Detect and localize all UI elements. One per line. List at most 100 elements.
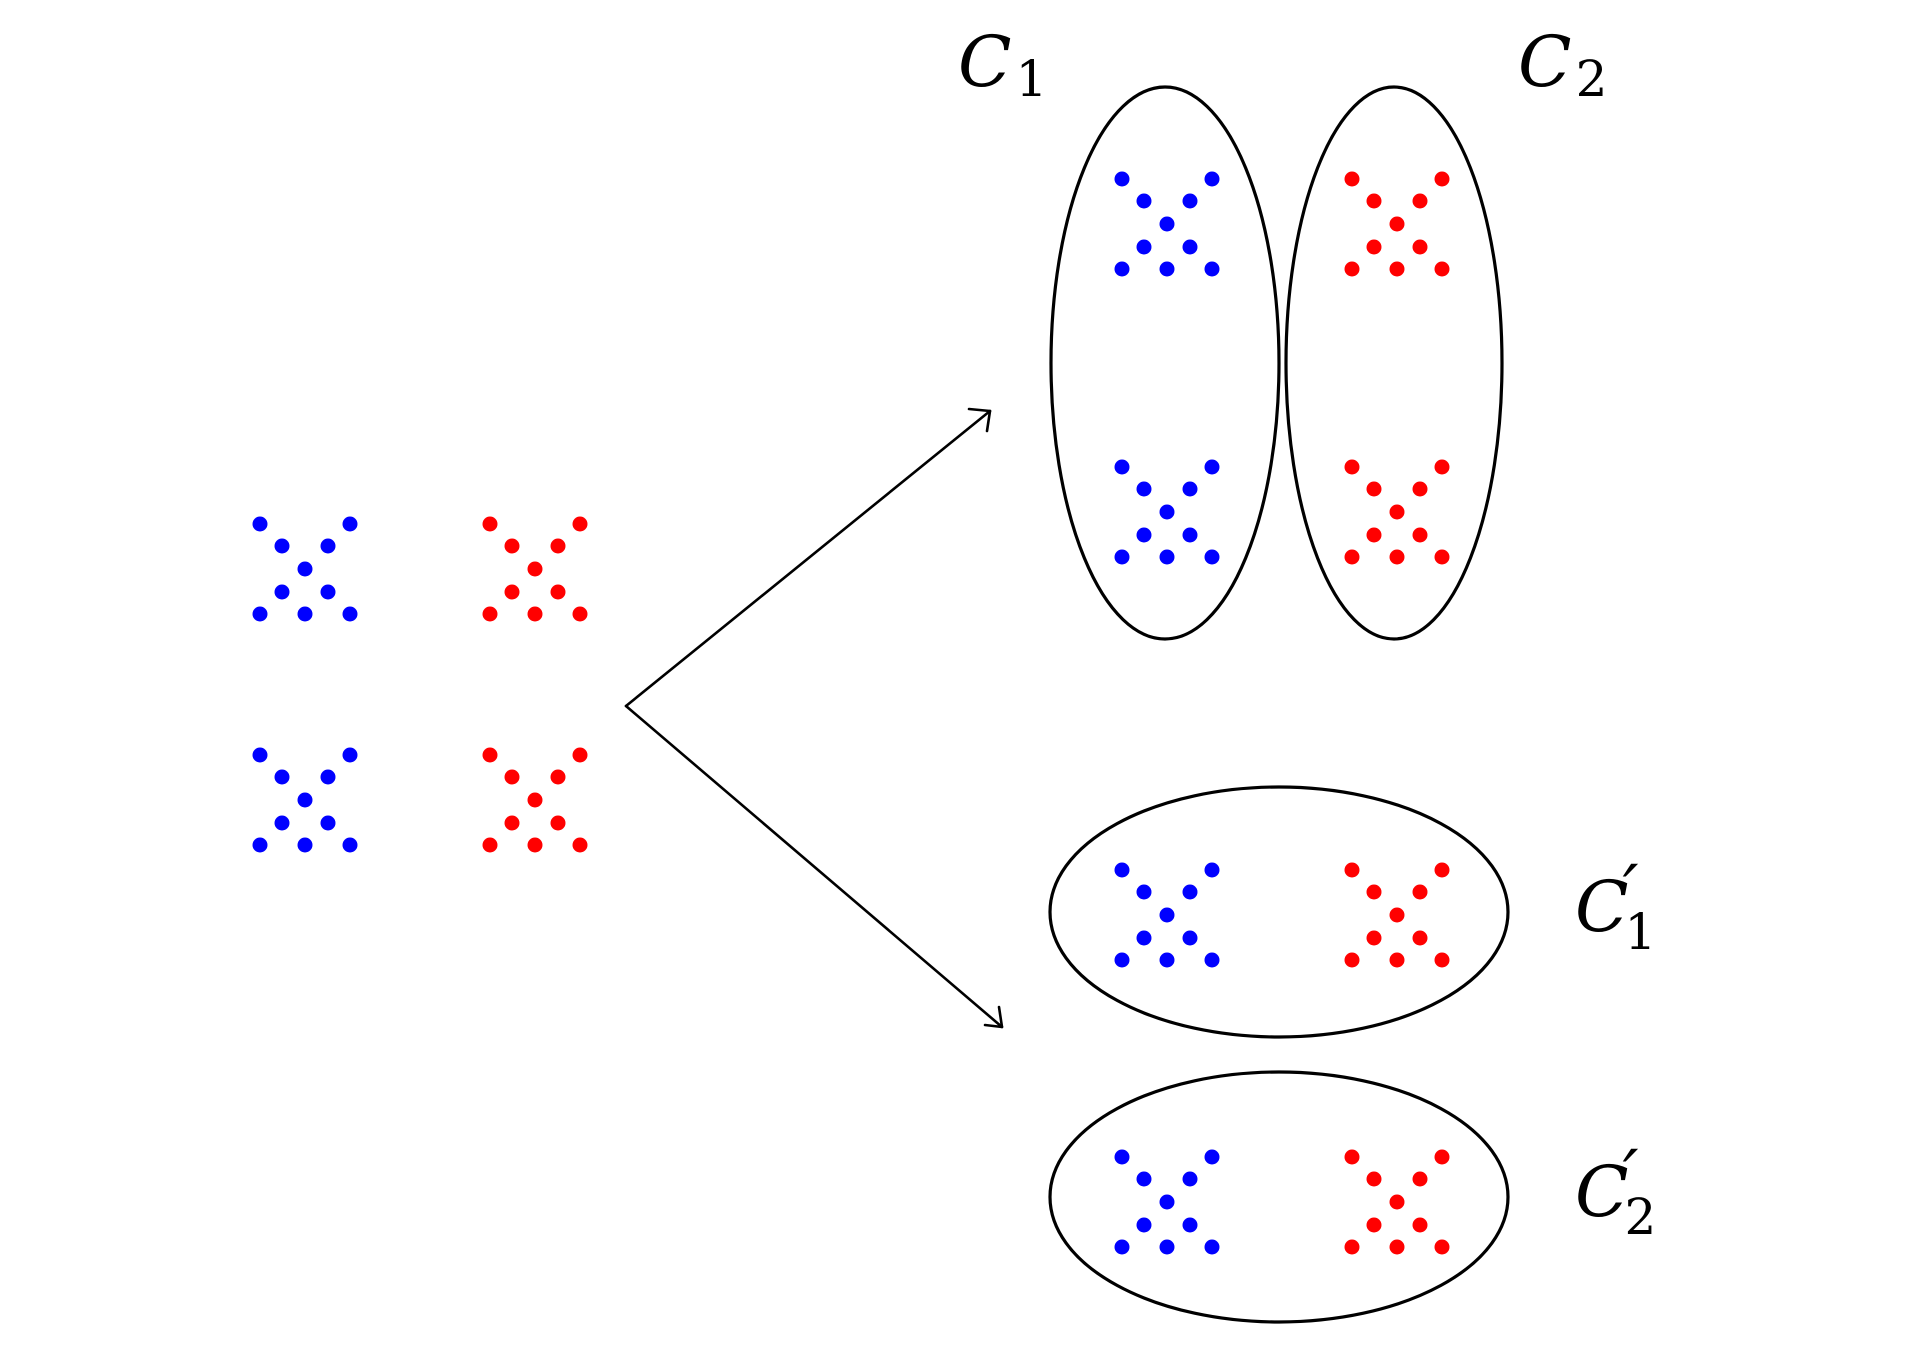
data-point xyxy=(1204,261,1220,277)
clustered-point-groups xyxy=(1114,171,1450,1255)
data-point xyxy=(1136,1217,1152,1233)
data-point xyxy=(1136,193,1152,209)
data-point xyxy=(1136,930,1152,946)
source-red-group-bottom xyxy=(482,747,588,853)
data-point xyxy=(342,516,358,532)
data-point xyxy=(1114,459,1130,475)
data-point xyxy=(1159,1239,1175,1255)
c1-blue-group-top xyxy=(1114,171,1220,277)
data-point xyxy=(1366,193,1382,209)
data-point xyxy=(252,516,268,532)
data-point xyxy=(274,584,290,600)
data-point xyxy=(1366,527,1382,543)
data-point xyxy=(1412,193,1428,209)
data-point xyxy=(1412,1171,1428,1187)
label-c1: C1 xyxy=(958,21,1047,108)
arrowhead-bottom xyxy=(983,1005,1004,1029)
data-point xyxy=(1412,884,1428,900)
data-point xyxy=(1136,884,1152,900)
data-point xyxy=(482,516,498,532)
data-point xyxy=(1159,549,1175,565)
data-point xyxy=(1366,239,1382,255)
label-c2-prime: C′2 xyxy=(1575,1135,1656,1246)
data-point xyxy=(572,747,588,763)
data-point xyxy=(297,837,313,853)
data-point xyxy=(1204,171,1220,187)
data-point xyxy=(1366,1171,1382,1187)
data-point xyxy=(1204,1149,1220,1165)
data-point xyxy=(342,747,358,763)
arrow-to-top-clustering xyxy=(624,409,992,708)
data-point xyxy=(1389,1194,1405,1210)
c2-red-group-bottom xyxy=(1344,459,1450,565)
label-c1-prime: C′1 xyxy=(1575,850,1656,961)
data-point xyxy=(1182,193,1198,209)
cluster-c2-ellipse xyxy=(1284,85,1504,641)
data-point xyxy=(504,769,520,785)
data-point xyxy=(252,837,268,853)
source-red-group-top xyxy=(482,516,588,622)
data-point xyxy=(504,584,520,600)
data-point xyxy=(1412,1217,1428,1233)
data-point xyxy=(1366,1217,1382,1233)
data-point xyxy=(1204,1239,1220,1255)
source-blue-group-bottom xyxy=(252,747,358,853)
data-point xyxy=(482,837,498,853)
data-point xyxy=(1159,504,1175,520)
data-point xyxy=(320,769,336,785)
data-point xyxy=(1182,239,1198,255)
data-point xyxy=(1114,1149,1130,1165)
data-point xyxy=(1136,481,1152,497)
data-point xyxy=(527,561,543,577)
data-point xyxy=(550,769,566,785)
data-point xyxy=(482,606,498,622)
data-point xyxy=(1159,1194,1175,1210)
data-point xyxy=(1344,1239,1360,1255)
c1-prime-red-group xyxy=(1344,862,1450,968)
c2-prime-red-group xyxy=(1344,1149,1450,1255)
c1-blue-group-bottom xyxy=(1114,459,1220,565)
data-point xyxy=(1182,930,1198,946)
data-point xyxy=(1412,239,1428,255)
data-point xyxy=(1344,1149,1360,1165)
c1-prime-blue-group xyxy=(1114,862,1220,968)
data-point xyxy=(1344,171,1360,187)
data-point xyxy=(1344,261,1360,277)
data-point xyxy=(1412,481,1428,497)
data-point xyxy=(1344,862,1360,878)
data-point xyxy=(252,747,268,763)
data-point xyxy=(1344,459,1360,475)
data-point xyxy=(297,792,313,808)
data-point xyxy=(1159,216,1175,232)
data-point xyxy=(297,561,313,577)
data-point xyxy=(504,815,520,831)
data-point xyxy=(320,584,336,600)
data-point xyxy=(572,516,588,532)
data-point xyxy=(1114,549,1130,565)
data-point xyxy=(320,538,336,554)
c2-prime-blue-group xyxy=(1114,1149,1220,1255)
data-point xyxy=(274,769,290,785)
data-point xyxy=(1412,930,1428,946)
data-point xyxy=(1182,527,1198,543)
data-point xyxy=(1366,930,1382,946)
data-point xyxy=(527,606,543,622)
data-point xyxy=(1159,261,1175,277)
data-point xyxy=(482,747,498,763)
data-point xyxy=(1389,907,1405,923)
data-point xyxy=(1114,862,1130,878)
data-point xyxy=(1389,216,1405,232)
data-point xyxy=(1434,862,1450,878)
arrowhead-top xyxy=(967,407,992,433)
data-point xyxy=(504,538,520,554)
data-point xyxy=(1389,504,1405,520)
cluster-c1-prime-ellipse xyxy=(1048,785,1510,1039)
data-point xyxy=(1434,1149,1450,1165)
data-point xyxy=(1182,1217,1198,1233)
data-point xyxy=(1366,884,1382,900)
data-point xyxy=(550,538,566,554)
data-point xyxy=(550,815,566,831)
data-point xyxy=(1204,459,1220,475)
data-point xyxy=(1434,459,1450,475)
